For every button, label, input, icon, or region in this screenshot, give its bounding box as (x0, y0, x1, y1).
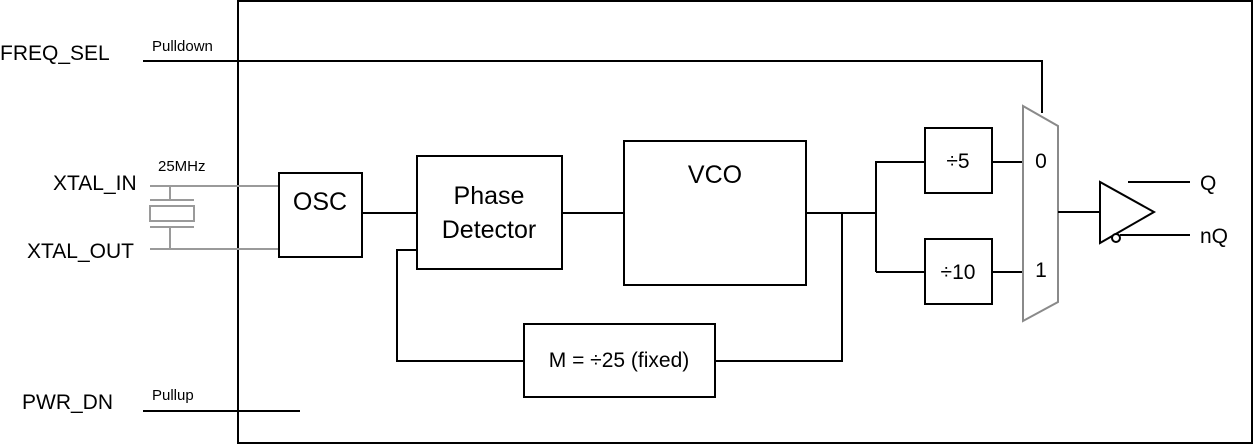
div10-block (924, 238, 993, 305)
div10-label: ÷10 (941, 261, 976, 284)
nq-label: nQ (1200, 225, 1228, 248)
vco-label: VCO (688, 161, 742, 189)
mux (1022, 104, 1059, 323)
xtal-in-label: XTAL_IN (53, 172, 137, 195)
freq-sel-wire (143, 60, 1043, 113)
mux-input0-label: 0 (1035, 150, 1047, 173)
phase-label-line1: Phase (454, 182, 525, 210)
mux-input1-label: 1 (1035, 259, 1047, 282)
div5-label: ÷5 (946, 150, 969, 173)
chip-outline (237, 0, 1253, 444)
feedback-right-wire (715, 213, 843, 362)
feedback-label: M = ÷25 (fixed) (549, 349, 690, 372)
pwr-dn-label: PWR_DN (22, 391, 113, 414)
phase-detector-block (416, 155, 563, 270)
inverting-bubble (1111, 233, 1121, 243)
feedback-left-wire (396, 249, 524, 362)
freq-sel-label: FREQ_SEL (0, 42, 110, 65)
osc-block (278, 172, 363, 258)
output-buffer (1099, 180, 1157, 245)
feedback-divider-block (523, 323, 716, 398)
split-wire (875, 161, 925, 272)
q-label: Q (1200, 172, 1216, 195)
vco-block (623, 140, 807, 286)
crystal (149, 185, 279, 250)
div5-block (924, 127, 993, 194)
phase-label-line2: Detector (442, 216, 536, 244)
pwr-dn-note: Pullup (152, 387, 194, 404)
osc-label: OSC (293, 188, 347, 216)
xtal-out-label: XTAL_OUT (27, 240, 134, 263)
freq-sel-note: Pulldown (152, 38, 213, 55)
xtal-freq-label: 25MHz (158, 158, 206, 175)
